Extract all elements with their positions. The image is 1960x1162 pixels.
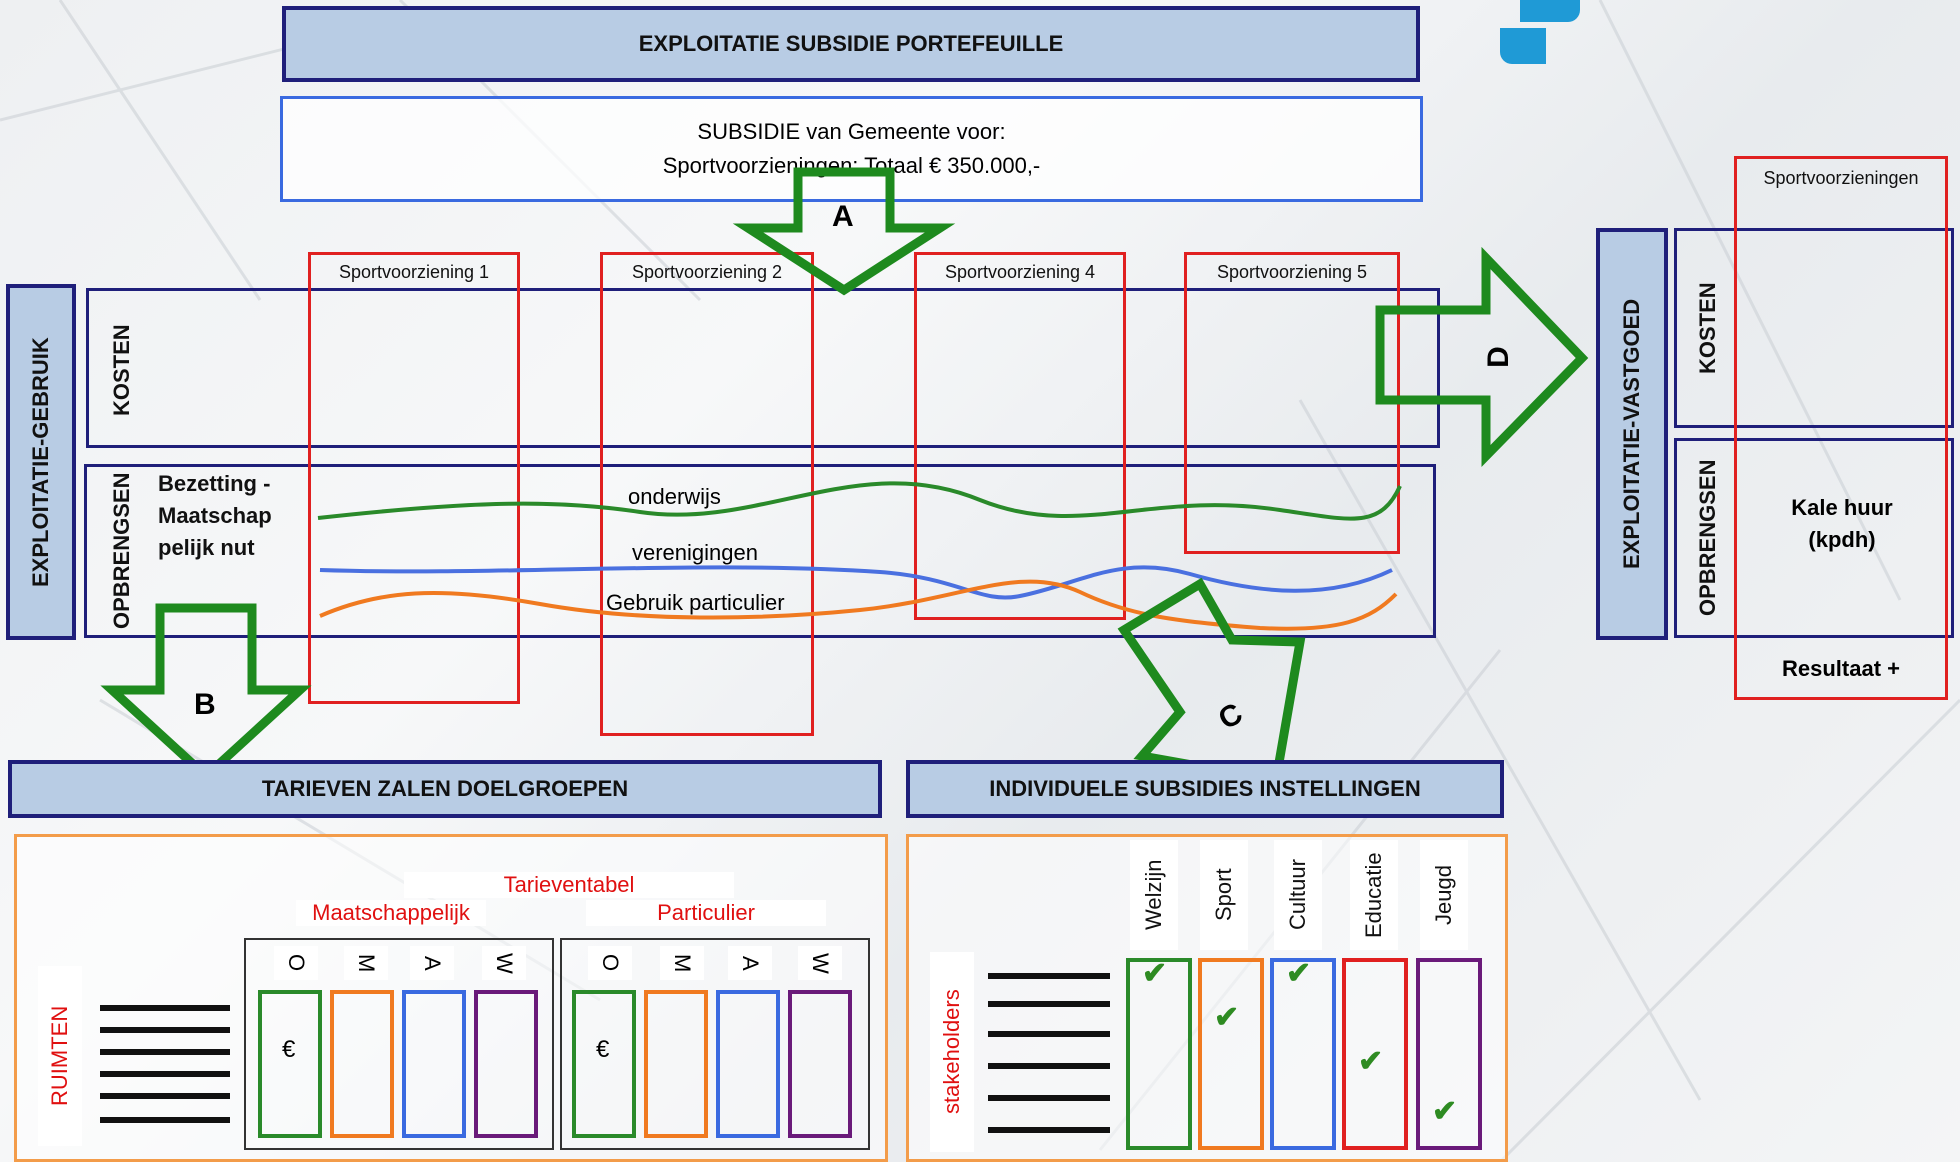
logo-mark [1500, 28, 1546, 64]
arrow-d [1375, 246, 1589, 468]
right-column-title: Sportvoorzieningen [1763, 168, 1919, 188]
logo-mark-top [1520, 0, 1580, 22]
page-title: EXPLOITATIE SUBSIDIE PORTEFEUILLE [282, 6, 1420, 82]
facility-4-label: Sportvoorziening 4 [944, 262, 1096, 282]
tariff-col-a-2 [716, 990, 780, 1138]
checkmark-jeugd-icon: ✔ [1432, 1095, 1458, 1128]
category-jeugd: Jeugd [1420, 840, 1468, 950]
euro-icon-1: € [282, 1036, 296, 1063]
subsidy-col-jeugd [1416, 958, 1482, 1150]
right-sportvoorzieningen-column [1734, 156, 1948, 700]
col-letter-o-2: O [588, 946, 632, 980]
resultaat-label: Resultaat + [1782, 656, 1900, 681]
subsidy-col-educatie [1342, 958, 1408, 1150]
kosten-row [86, 288, 1440, 448]
facility-4 [914, 252, 1126, 620]
tarieven-group-particulier: Particulier [586, 900, 826, 926]
tariff-col-w-1 [474, 990, 538, 1138]
tariff-col-m-1 [330, 990, 394, 1138]
checkmark-educatie-icon: ✔ [1358, 1045, 1384, 1078]
tarieven-table-particulier [560, 938, 870, 1150]
checkmark-welzijn-icon: ✔ [1142, 957, 1168, 990]
stakeholder-lines [988, 973, 1110, 1133]
facility-1-label: Sportvoorziening 1 [338, 262, 490, 282]
tariff-col-o-1 [258, 990, 322, 1138]
arrow-a [732, 167, 956, 296]
tariff-col-w-2 [788, 990, 852, 1138]
facility-2-label: Sportvoorziening 2 [631, 262, 783, 282]
arrow-b [100, 603, 312, 783]
subsidy-col-welzijn [1126, 958, 1192, 1150]
opbrengsten-row [84, 464, 1436, 638]
category-cultuur: Cultuur [1274, 840, 1322, 950]
col-letter-a-1: A [410, 946, 454, 980]
arrow-a-label: A [832, 200, 854, 233]
flow-label-verenigingen: verenigingen [632, 540, 758, 565]
ruimten-label: RUIMTEN [38, 966, 82, 1146]
col-letter-m-2: M [660, 946, 704, 980]
ruimten-lines [100, 1005, 230, 1123]
flow-label-onderwijs: onderwijs [628, 484, 721, 509]
flow-line-verenigingen [319, 565, 1393, 600]
tariff-col-m-2 [644, 990, 708, 1138]
tariff-col-o-2 [572, 990, 636, 1138]
logo [1500, 0, 1960, 70]
tariff-col-a-1 [402, 990, 466, 1138]
flow-line-particulier [319, 579, 1398, 631]
arrow-b-label: B [194, 688, 216, 721]
subsidies-header: INDIVIDUELE SUBSIDIES INSTELLINGEN [906, 760, 1504, 818]
flow-label-particulier: Gebruik particulier [606, 590, 785, 615]
stakeholders-label: stakeholders [930, 952, 974, 1152]
exploitatie-vastgoed-label: EXPLOITATIE-VASTGOED [1596, 228, 1668, 640]
flow-line-onderwijs [317, 481, 1402, 521]
facility-1 [308, 252, 520, 704]
right-kosten-label: KOSTEN [1695, 282, 1720, 374]
bezetting-label: Bezetting - Maatschap pelijk nut [158, 471, 272, 560]
subsidy-line-1: SUBSIDIE van Gemeente voor: [697, 119, 1006, 144]
tarieven-table-maatschappelijk [244, 938, 554, 1150]
col-letter-w-2: W [798, 946, 842, 980]
category-educatie: Educatie [1350, 840, 1398, 950]
category-welzijn: Welzijn [1130, 840, 1178, 950]
tarieven-header: TARIEVEN ZALEN DOELGROEPEN [8, 760, 882, 818]
subsidy-col-cultuur [1270, 958, 1336, 1150]
kale-huur-label: Kale huur (kpdh) [1791, 495, 1893, 552]
arrow-c [1117, 577, 1306, 786]
tarieventabel-title: Tarieventabel [404, 872, 734, 898]
checkmark-cultuur-icon: ✔ [1286, 957, 1312, 990]
col-letter-a-2: A [728, 946, 772, 980]
tarieven-group-maatschappelijk: Maatschappelijk [296, 900, 486, 926]
col-letter-w-1: W [482, 946, 526, 980]
col-letter-m-1: M [344, 946, 388, 980]
subsidy-box: SUBSIDIE van Gemeente voor: Sportvoorzie… [280, 96, 1423, 202]
facility-5-label: Sportvoorziening 5 [1216, 262, 1368, 282]
right-opbrengsten-box [1674, 438, 1954, 638]
arrow-d-label: D [1481, 346, 1515, 368]
euro-icon-2: € [596, 1036, 610, 1063]
checkmark-sport-icon: ✔ [1214, 1001, 1240, 1034]
subsidy-col-sport [1198, 958, 1264, 1150]
category-sport: Sport [1200, 840, 1248, 950]
right-opbrengsten-label: OPBRENGSEN [1695, 459, 1720, 617]
col-letter-o-1: O [274, 946, 318, 980]
right-kosten-box [1674, 228, 1954, 428]
